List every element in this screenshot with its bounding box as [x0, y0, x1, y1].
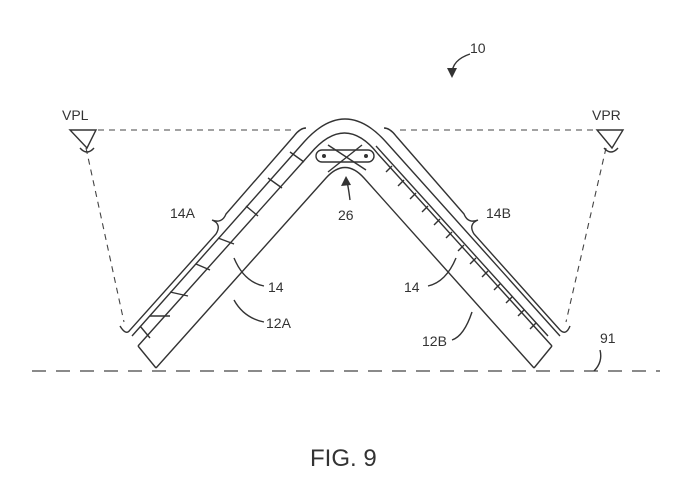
arrow-10 — [447, 68, 457, 78]
label-12a: 12A — [266, 315, 292, 331]
viewer-left-eye-icon — [68, 129, 98, 153]
leader-14-right — [427, 257, 457, 287]
display-left-hatching — [139, 151, 305, 339]
figure-caption: FIG. 9 — [310, 445, 377, 472]
label-14-left: 14 — [268, 279, 284, 295]
label-device: 10 — [470, 40, 486, 56]
label-viewer-right: VPR — [592, 107, 621, 123]
leader-12b — [451, 311, 473, 341]
leader-91 — [593, 349, 602, 372]
leader-14-left — [233, 257, 265, 287]
label-14-right: 14 — [404, 279, 420, 295]
brace-14a — [119, 127, 307, 333]
sightline-left-down — [85, 147, 125, 323]
brace-14b — [383, 127, 571, 333]
viewer-right-eye-icon — [595, 129, 625, 153]
label-26: 26 — [338, 207, 354, 223]
device-housing — [131, 118, 561, 369]
label-12b: 12B — [422, 333, 447, 349]
arrow-26 — [341, 176, 351, 186]
leader-12a — [233, 299, 265, 323]
label-14b: 14B — [486, 205, 511, 221]
sightline-right-down — [565, 147, 607, 323]
label-viewer-left: VPL — [62, 107, 89, 123]
label-91: 91 — [600, 330, 616, 346]
label-14a: 14A — [170, 205, 196, 221]
display-right-segments — [375, 145, 549, 337]
